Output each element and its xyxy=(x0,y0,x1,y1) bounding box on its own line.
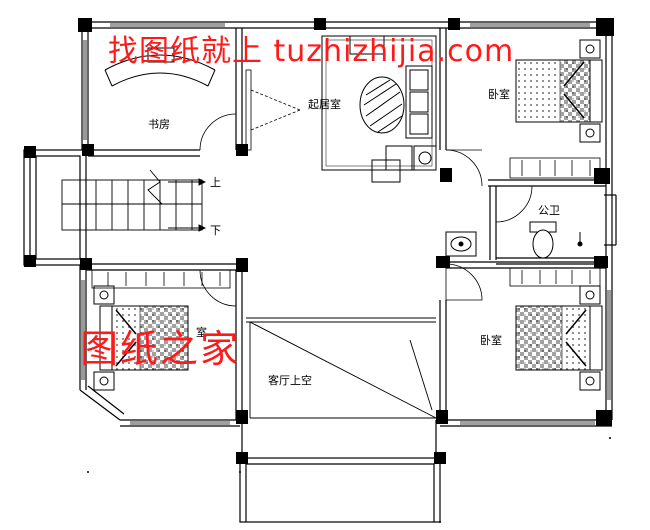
watermark-bottom: 图纸之家 xyxy=(80,327,241,371)
interior-walls xyxy=(86,28,617,458)
study-desk xyxy=(104,47,216,87)
windows xyxy=(81,23,611,425)
watermark-top: 找图纸就上 tuzhizhijia.com xyxy=(108,34,515,69)
room-label-study: 书房 xyxy=(148,118,170,131)
void-over-hall xyxy=(246,317,437,419)
staircase xyxy=(61,169,207,232)
bed-se xyxy=(515,285,603,391)
room-label-void: 客厅上空 xyxy=(268,373,312,387)
living-furniture xyxy=(321,35,437,183)
room-label-bedroom-ne: 卧室 xyxy=(488,87,510,101)
room-label-living: 起居室 xyxy=(308,97,341,111)
wardrobe-ne xyxy=(509,157,601,179)
bed-sw xyxy=(93,285,189,391)
bed-ne xyxy=(515,39,603,143)
door-swings xyxy=(199,69,533,307)
bathroom-fixtures xyxy=(445,221,583,259)
room-label-bedroom-sw: 室 xyxy=(196,325,207,339)
room-label-bedroom-se: 卧室 xyxy=(480,333,502,347)
wardrobe-se xyxy=(509,267,601,287)
dimension-ticks xyxy=(87,437,611,523)
wardrobe-sw xyxy=(91,269,231,289)
stair-up-label: 上 xyxy=(210,176,221,189)
room-label-bathroom: 公卫 xyxy=(538,204,560,217)
exterior-walls xyxy=(23,21,613,523)
stair-down-label: 下 xyxy=(210,224,221,237)
